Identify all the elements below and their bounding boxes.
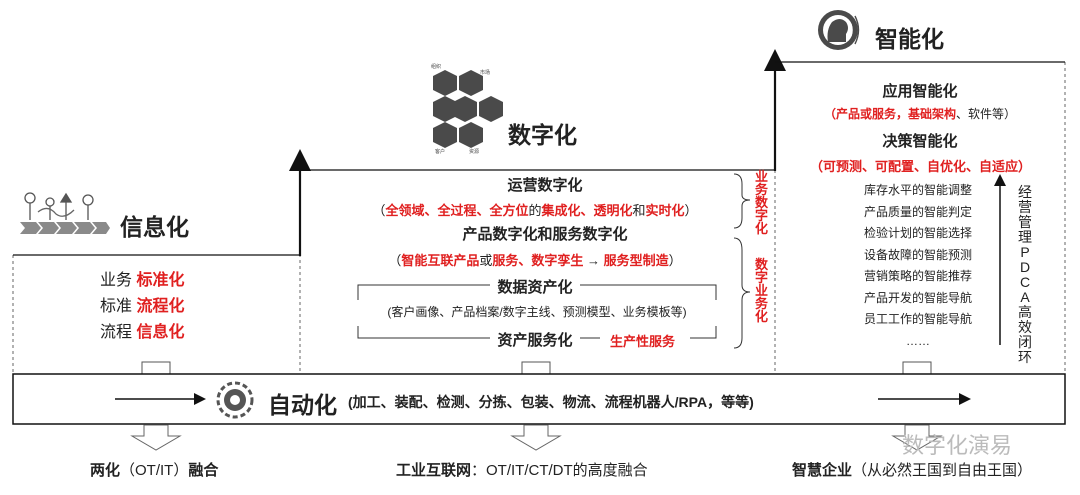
productive-service-label: 生产性服务 [610, 334, 676, 349]
product-digital-title: 产品数字化和服务数字化 [462, 226, 628, 243]
text-segment: 服务型制造 [603, 253, 669, 268]
pdca-label: 经营管理PDCA高效闭环 [1018, 184, 1032, 365]
text-segment: 实时化 [645, 203, 685, 218]
smart-item: 库存水平的智能调整 [863, 183, 972, 197]
text-segment: 智能互联产品 [401, 253, 480, 268]
hex-label: 组织 [431, 63, 441, 70]
app-smart-title: 应用智能化 [882, 83, 958, 100]
stage-title-info: 信息化 [120, 214, 189, 240]
data-asset-desc: (客户画像、产品档案/数字主线、预测模型、业务模板等) [387, 305, 687, 319]
ai-head-icon [818, 10, 860, 50]
text-segment: 的 [528, 203, 542, 218]
data-asset-title: 数据资产化 [497, 279, 573, 296]
hex-label: 资源 [469, 148, 479, 154]
text-segment: （ [388, 253, 402, 268]
smart-item: 产品质量的智能判定 [863, 204, 972, 219]
info-row: 流程 信息化 [100, 324, 185, 341]
side-label-business-digital: 业务数字化 [755, 169, 769, 236]
smart-items-list: 库存水平的智能调整产品质量的智能判定检验计划的智能选择设备故障的智能预测营销策略… [848, 180, 988, 352]
text-segment: 服务、数字孪生 [492, 253, 584, 268]
text-segment: ） [684, 203, 698, 218]
info-row: 业务 标准化 [100, 272, 185, 289]
text-segment: ） [668, 253, 682, 268]
hexagon-cluster-icon: 组织 市场 客户 资源 [431, 63, 503, 154]
hex-label: 客户 [435, 148, 445, 154]
product-digital-desc: （智能互联产品或服务、数字孪生 → 服务型制造） [330, 250, 740, 269]
text-segment: 和 [632, 203, 646, 218]
app-smart-desc: （产品或服务，基础架构、软件等） [810, 105, 1030, 122]
watermark: 数字化演易 [902, 433, 1013, 458]
automation-title: 自动化 [268, 392, 337, 418]
text-segment: （ [823, 107, 836, 121]
info-row: 标准 流程化 [100, 298, 185, 315]
smart-item: 营销策略的智能推荐 [863, 269, 972, 283]
bottom-label-smart-enterprise: 智慧企业（从必然王国到自由王国） [792, 462, 1033, 479]
decision-smart-desc: （可预测、可配置、自优化、自适应） [810, 159, 1032, 174]
smart-item: 产品开发的智能导航 [863, 290, 972, 305]
ops-digital-desc: （全领域、全过程、全方位的集成化、透明化和实时化） [330, 200, 740, 219]
hex-label: 市场 [480, 69, 490, 76]
text-segment: 全领域、全过程、全方位 [385, 203, 529, 218]
smart-item: 检验计划的智能选择 [863, 226, 972, 240]
side-label-digital-business: 数字业务化 [755, 257, 769, 324]
smart-item: 设备故障的智能预测 [863, 247, 972, 262]
bottom-label-fusion: 两化（OT/IT）融合 [90, 462, 219, 479]
text-segment: → [583, 253, 604, 268]
stage-title-smart: 智能化 [875, 26, 944, 52]
asset-service-title: 资产服务化 [497, 332, 573, 349]
bottom-label-iiot: 工业互联网：OT/IT/CT/DT的高度融合 [396, 462, 648, 479]
gear-automation-icon [216, 381, 254, 419]
text-segment: 产品或服务，基础架构 [835, 107, 956, 121]
text-segment: 或 [479, 253, 493, 268]
text-segment: 集成化、透明化 [541, 203, 633, 218]
ops-digital-title: 运营数字化 [507, 177, 583, 194]
info-rows: 业务 标准化 标准 流程化 流程 信息化 [100, 268, 230, 346]
text-segment: 、软件等） [956, 107, 1017, 121]
process-chain-icon [20, 192, 110, 234]
stage-title-digital: 数字化 [508, 122, 577, 148]
smart-item: …… [906, 333, 930, 348]
automation-desc: (加工、装配、检测、分拣、包装、物流、流程机器人/RPA，等等) [348, 394, 754, 410]
smart-item: 员工工作的智能导航 [863, 312, 972, 326]
text-segment: （ [372, 203, 386, 218]
decision-smart-title: 决策智能化 [882, 133, 958, 150]
